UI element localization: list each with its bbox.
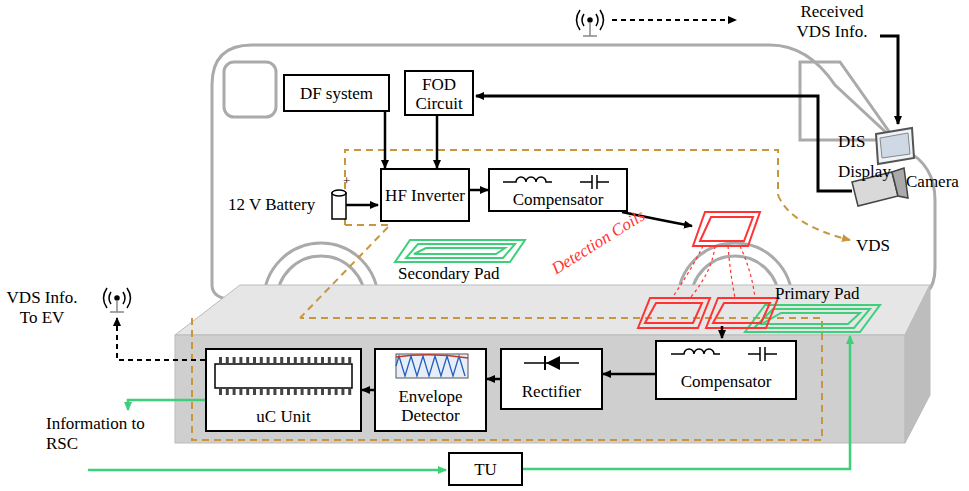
signal-arrow xyxy=(721,326,724,338)
box-text: Envelope Detector xyxy=(379,387,482,425)
process-box: uC Unit xyxy=(205,348,362,432)
annotation-label: VDS xyxy=(856,236,890,256)
annotation-label: Detection Coils xyxy=(548,206,648,279)
camera-wire xyxy=(476,96,852,191)
box-text: HF Inverter xyxy=(385,186,465,205)
component-symbol xyxy=(657,344,795,368)
annotation-label: + xyxy=(343,174,350,189)
box-text: DF system xyxy=(300,84,373,103)
lc-symbol xyxy=(657,344,795,364)
signal-connector xyxy=(470,189,488,192)
component-symbol xyxy=(376,352,485,384)
annotation-label: Display xyxy=(838,162,891,182)
annotation-label: Information to RSC xyxy=(46,414,166,453)
antenna-icon xyxy=(104,10,737,360)
box-text: FOD Circuit xyxy=(409,75,469,113)
annotation-label: Primary Pad xyxy=(775,284,860,304)
process-box: DF system xyxy=(283,74,390,112)
process-box: Rectifier xyxy=(500,348,603,410)
annotation-label: Camera xyxy=(906,172,959,192)
dashed-region xyxy=(192,150,850,440)
annotation-label: Received VDS Info. xyxy=(786,2,878,41)
display-icon xyxy=(876,128,914,164)
signal-connector xyxy=(603,373,655,376)
envelope-waveform xyxy=(376,352,485,380)
process-box: HF Inverter xyxy=(380,168,470,222)
annotation-label: VDS Info. To EV xyxy=(4,288,80,327)
box-text: Rectifier xyxy=(522,382,581,401)
component-symbol xyxy=(502,352,601,378)
signal-connector xyxy=(384,112,387,168)
signal-connector xyxy=(487,378,500,381)
process-box: TU xyxy=(448,452,523,486)
box-text: Compensator xyxy=(681,372,772,391)
road-platform xyxy=(175,285,930,443)
magnetic-field xyxy=(672,246,755,298)
process-box: Compensator xyxy=(655,340,797,400)
box-text: uC Unit xyxy=(256,407,310,426)
box-text: Compensator xyxy=(513,190,604,209)
lc-symbol xyxy=(490,172,626,192)
battery-symbol xyxy=(332,190,378,219)
process-box: Compensator xyxy=(488,168,628,212)
annotation-label: 12 V Battery xyxy=(228,195,315,215)
annotation-label: Secondary Pad xyxy=(398,264,500,284)
detection-coils xyxy=(638,212,778,328)
component-symbol xyxy=(207,352,360,404)
signal-connector xyxy=(362,389,374,392)
secondary-pad xyxy=(395,240,525,262)
signal-connector xyxy=(436,116,439,168)
annotation-label: DIS xyxy=(838,132,865,152)
process-box: FOD Circuit xyxy=(404,70,474,116)
process-box: Envelope Detector xyxy=(374,348,487,432)
info-path xyxy=(88,336,850,470)
box-text: TU xyxy=(474,460,497,479)
diode-symbol xyxy=(502,352,601,374)
info-wire xyxy=(880,36,898,124)
chip-icon xyxy=(207,352,360,400)
